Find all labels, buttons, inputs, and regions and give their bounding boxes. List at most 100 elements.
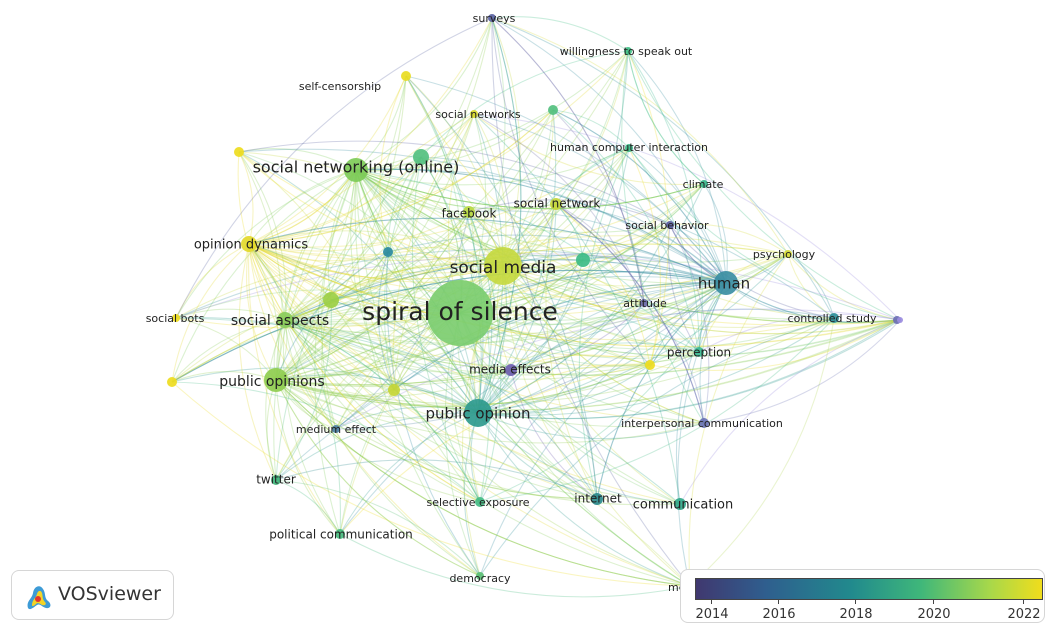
keyword-node[interactable] <box>241 236 257 252</box>
keyword-label[interactable]: public opinion <box>425 405 530 423</box>
keyword-label[interactable]: social networks <box>435 108 521 121</box>
network-link <box>354 169 481 577</box>
keyword-label[interactable]: spiral of silence <box>362 297 558 326</box>
keyword-label[interactable]: social network <box>514 197 601 211</box>
keyword-node[interactable] <box>700 180 708 188</box>
keyword-node[interactable] <box>464 399 492 427</box>
keyword-label[interactable]: social behavior <box>625 219 709 232</box>
keyword-node[interactable] <box>172 314 180 322</box>
network-link <box>275 109 554 381</box>
network-link <box>473 113 705 186</box>
keyword-node[interactable] <box>413 149 429 165</box>
network-link <box>596 282 727 500</box>
keyword-label[interactable]: surveys <box>473 12 516 25</box>
keyword-node[interactable] <box>674 498 686 510</box>
keyword-label[interactable]: facebook <box>442 207 497 221</box>
network-link <box>355 169 479 414</box>
keyword-node[interactable] <box>335 529 345 539</box>
keyword-label[interactable]: human <box>698 275 750 293</box>
keyword-label[interactable]: willingness to speak out <box>560 45 693 58</box>
keyword-node[interactable] <box>470 110 478 118</box>
keyword-label[interactable]: perception <box>667 346 731 360</box>
network-link <box>420 50 629 158</box>
keyword-label[interactable]: self-censorship <box>299 80 381 93</box>
network-link <box>355 169 705 210</box>
keyword-node[interactable] <box>475 497 485 507</box>
keyword-label[interactable]: political communication <box>269 528 413 542</box>
network-link <box>477 302 645 414</box>
keyword-node[interactable] <box>488 14 496 22</box>
keyword-node[interactable] <box>625 144 633 152</box>
network-link <box>355 50 629 171</box>
keyword-node[interactable] <box>401 71 411 81</box>
network-link <box>459 17 506 314</box>
keyword-node[interactable] <box>576 253 590 267</box>
network-link <box>275 479 481 577</box>
keyword-node[interactable] <box>264 368 288 392</box>
keyword-label[interactable]: communication <box>633 498 734 513</box>
keyword-label[interactable]: selective exposure <box>426 496 529 509</box>
network-link <box>248 156 422 245</box>
keyword-node[interactable] <box>714 271 738 295</box>
keyword-node[interactable] <box>323 292 339 308</box>
keyword-label[interactable]: twitter <box>256 473 296 487</box>
keyword-node[interactable] <box>694 347 704 357</box>
network-link <box>275 379 691 587</box>
keyword-node[interactable] <box>476 572 484 580</box>
keyword-label[interactable]: interpersonal communication <box>621 417 783 430</box>
keyword-node[interactable] <box>427 280 493 346</box>
network-link <box>275 351 700 406</box>
network-link <box>510 342 700 371</box>
network-link <box>386 251 481 577</box>
keyword-node[interactable] <box>271 475 281 485</box>
keyword-node[interactable] <box>624 47 632 55</box>
keyword-node[interactable] <box>666 221 674 229</box>
keyword-node[interactable] <box>897 317 903 323</box>
keyword-label[interactable]: social aspects <box>231 313 329 329</box>
keyword-label[interactable]: opinion dynamics <box>194 238 309 253</box>
keyword-node[interactable] <box>484 247 522 285</box>
legend-tick <box>711 599 712 604</box>
keyword-node[interactable] <box>167 377 177 387</box>
keyword-label[interactable]: human computer interaction <box>550 141 708 154</box>
keyword-label[interactable]: psychology <box>753 248 816 261</box>
keyword-label[interactable]: democracy <box>449 572 511 585</box>
keyword-node[interactable] <box>277 312 293 328</box>
keyword-node[interactable] <box>332 425 340 433</box>
keyword-node[interactable] <box>640 299 648 307</box>
keyword-node[interactable] <box>829 313 839 323</box>
keyword-node[interactable] <box>505 364 517 376</box>
keyword-node[interactable] <box>784 250 792 258</box>
network-link <box>171 269 727 383</box>
keyword-label[interactable]: social bots <box>146 312 205 325</box>
keyword-node[interactable] <box>645 360 655 370</box>
keyword-node[interactable] <box>548 105 558 115</box>
keyword-label[interactable]: social networking (online) <box>253 158 460 177</box>
keyword-node[interactable] <box>463 206 475 218</box>
keyword-node[interactable] <box>234 147 244 157</box>
keyword-label[interactable]: social media <box>450 258 557 278</box>
keyword-node[interactable] <box>591 493 603 505</box>
network-link <box>238 151 504 267</box>
keyword-label[interactable]: controlled study <box>788 312 877 325</box>
network-link <box>248 50 629 245</box>
legend-tick <box>933 599 934 604</box>
network-link <box>171 381 691 587</box>
keyword-label[interactable]: attitude <box>623 297 667 310</box>
keyword-node[interactable] <box>550 198 562 210</box>
keyword-node[interactable] <box>699 418 709 428</box>
keyword-label[interactable]: media effects <box>469 363 551 377</box>
network-link <box>355 169 584 261</box>
keyword-node[interactable] <box>344 158 368 182</box>
keyword-node[interactable] <box>383 247 393 257</box>
network-link <box>502 265 651 366</box>
keyword-label[interactable]: medium effect <box>296 423 377 436</box>
keyword-label[interactable]: climate <box>683 178 724 191</box>
keyword-label[interactable]: internet <box>574 492 622 506</box>
keyword-label[interactable]: public opinions <box>219 374 324 390</box>
keyword-node[interactable] <box>388 384 400 396</box>
network-link <box>275 379 691 587</box>
network-link <box>502 265 898 335</box>
network-link <box>335 389 395 430</box>
